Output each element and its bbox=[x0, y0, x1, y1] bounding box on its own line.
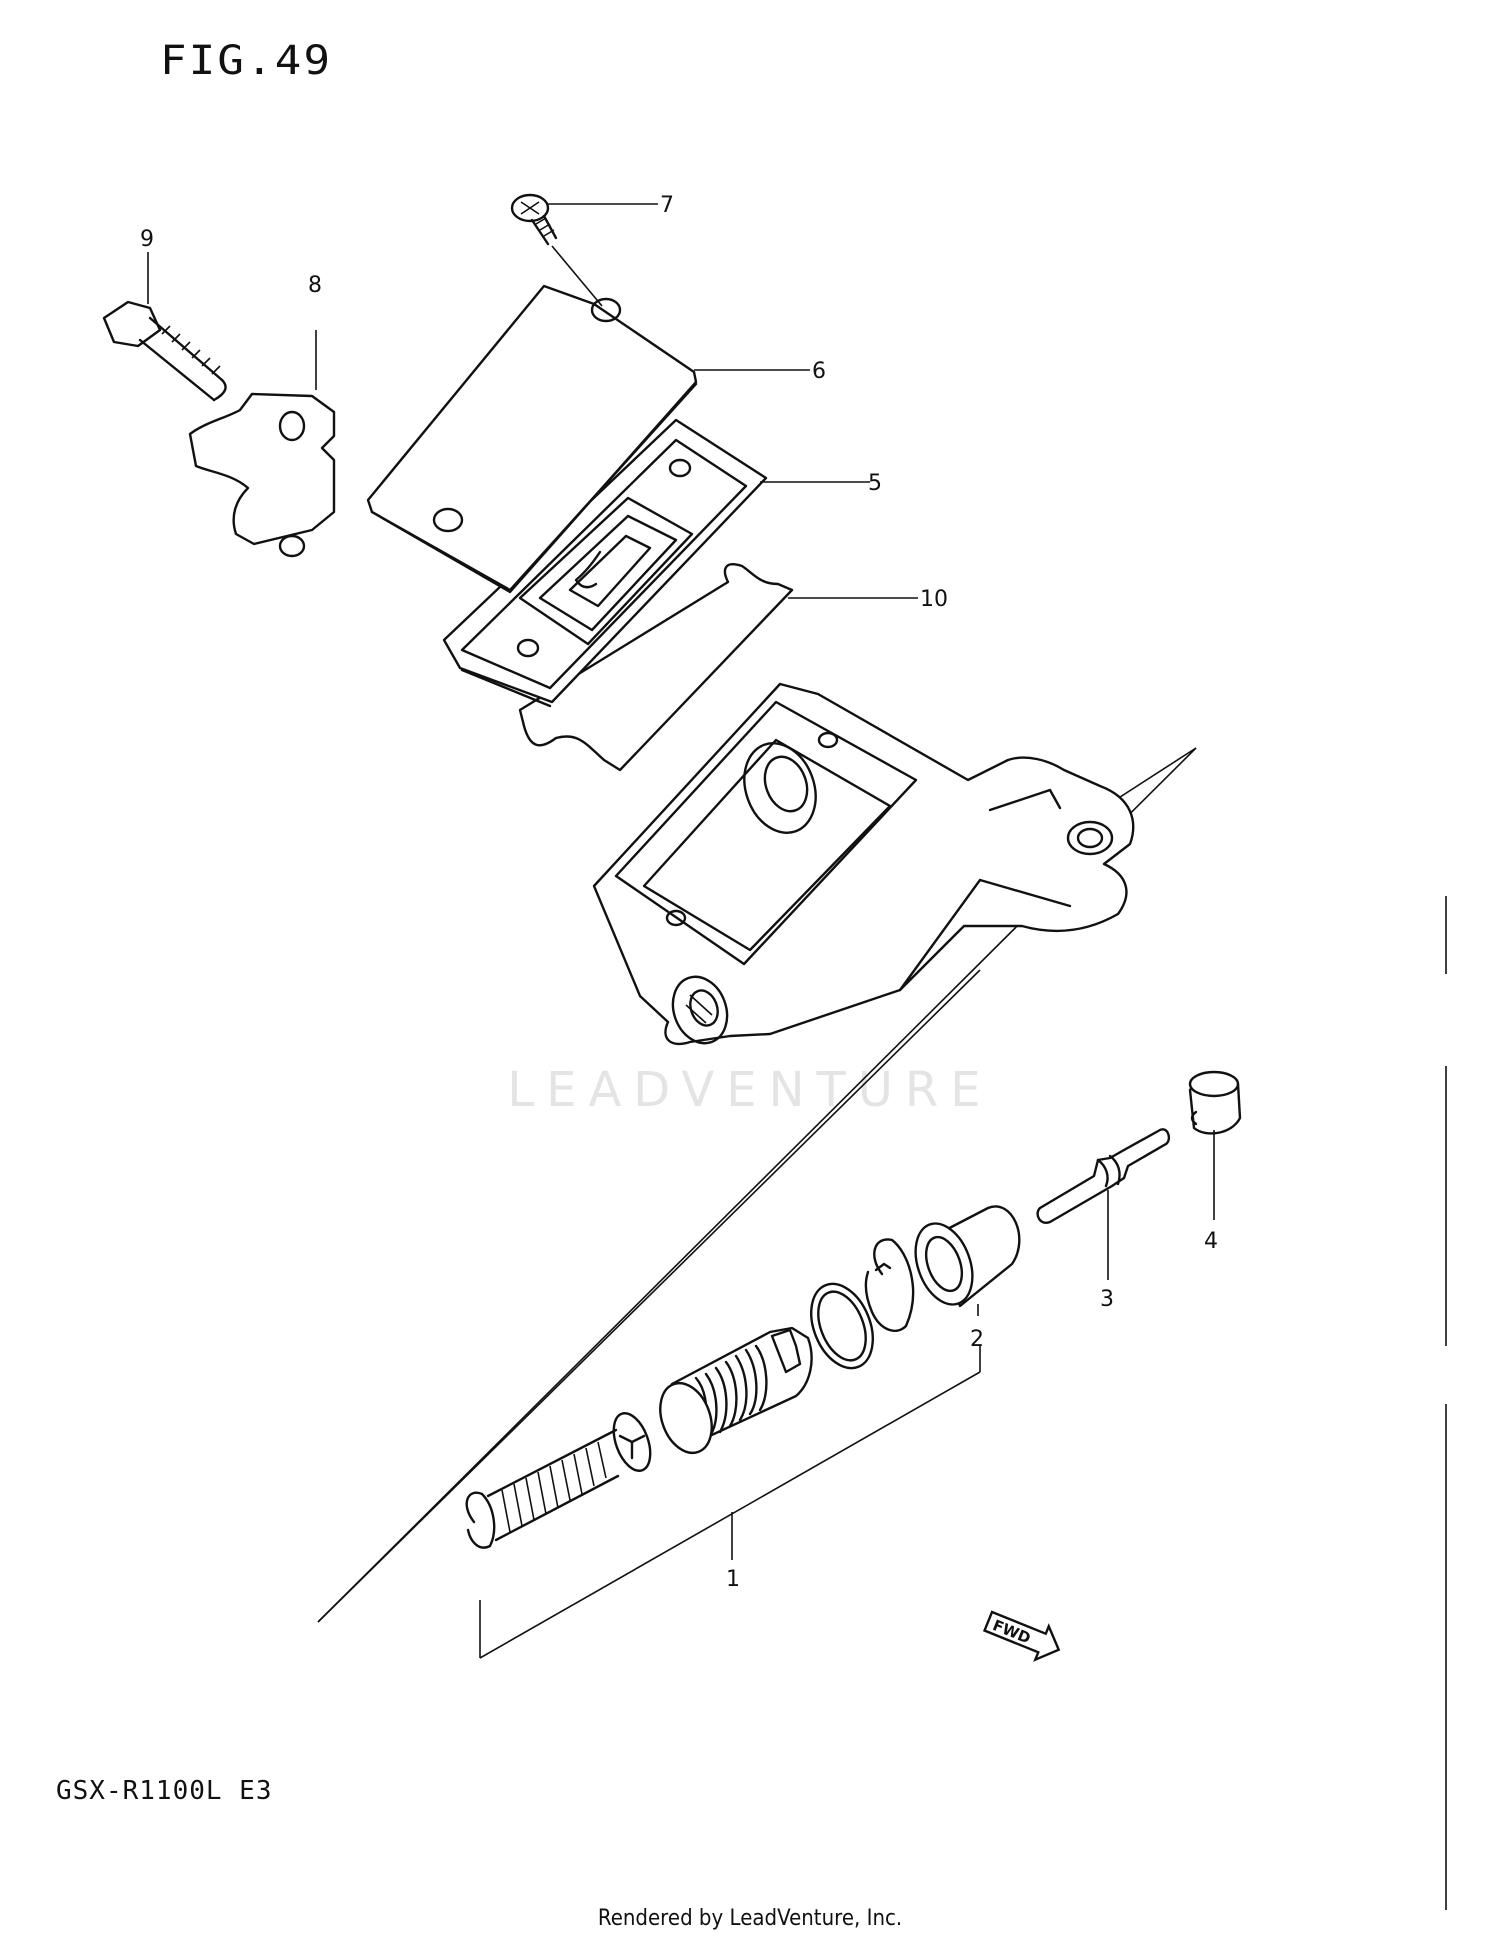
screw-part-7[interactable] bbox=[510, 193, 558, 246]
clamp-part-8[interactable] bbox=[188, 392, 336, 558]
callout-7: 7 bbox=[660, 193, 674, 218]
callout-10: 10 bbox=[920, 587, 948, 612]
callout-2: 2 bbox=[970, 1327, 984, 1352]
callout-8: 8 bbox=[308, 273, 322, 298]
callout-4: 4 bbox=[1204, 1229, 1218, 1254]
callout-3: 3 bbox=[1100, 1287, 1114, 1312]
cap-part-4[interactable] bbox=[1188, 1070, 1242, 1135]
diaphragm-part-10[interactable] bbox=[518, 563, 794, 772]
bolt-part-9[interactable] bbox=[102, 300, 227, 402]
spring[interactable] bbox=[465, 1428, 620, 1549]
master-cylinder-body[interactable] bbox=[592, 682, 1135, 1051]
callout-5: 5 bbox=[868, 471, 882, 496]
primary-cup[interactable] bbox=[607, 1408, 658, 1475]
group-bracket-1 bbox=[479, 1346, 981, 1659]
footer-credit: Rendered by LeadVenture, Inc. bbox=[597, 1906, 903, 1931]
piston-assembly[interactable] bbox=[651, 1326, 813, 1460]
callout-6: 6 bbox=[812, 359, 826, 384]
watermark-text: LEADVENTURE bbox=[507, 1062, 993, 1118]
fwd-arrow-icon: FWD bbox=[982, 1610, 1061, 1662]
callout-1: 1 bbox=[726, 1567, 740, 1592]
leader-lines bbox=[147, 203, 1215, 1316]
washer-ring[interactable] bbox=[800, 1275, 885, 1378]
figure-title: FIG.49 bbox=[160, 38, 333, 84]
diaphragm-part-5[interactable] bbox=[442, 418, 768, 708]
model-code: GSX-R1100L E3 bbox=[56, 1776, 273, 1806]
reservoir-cover-part-6[interactable] bbox=[366, 284, 698, 594]
boot-part-2[interactable] bbox=[905, 1205, 1021, 1312]
snap-ring[interactable] bbox=[864, 1238, 915, 1332]
push-rod-part-3[interactable] bbox=[1036, 1128, 1171, 1224]
callout-labels: 7 9 8 6 5 10 4 3 2 1 bbox=[140, 193, 1218, 1592]
callout-9: 9 bbox=[140, 227, 154, 252]
